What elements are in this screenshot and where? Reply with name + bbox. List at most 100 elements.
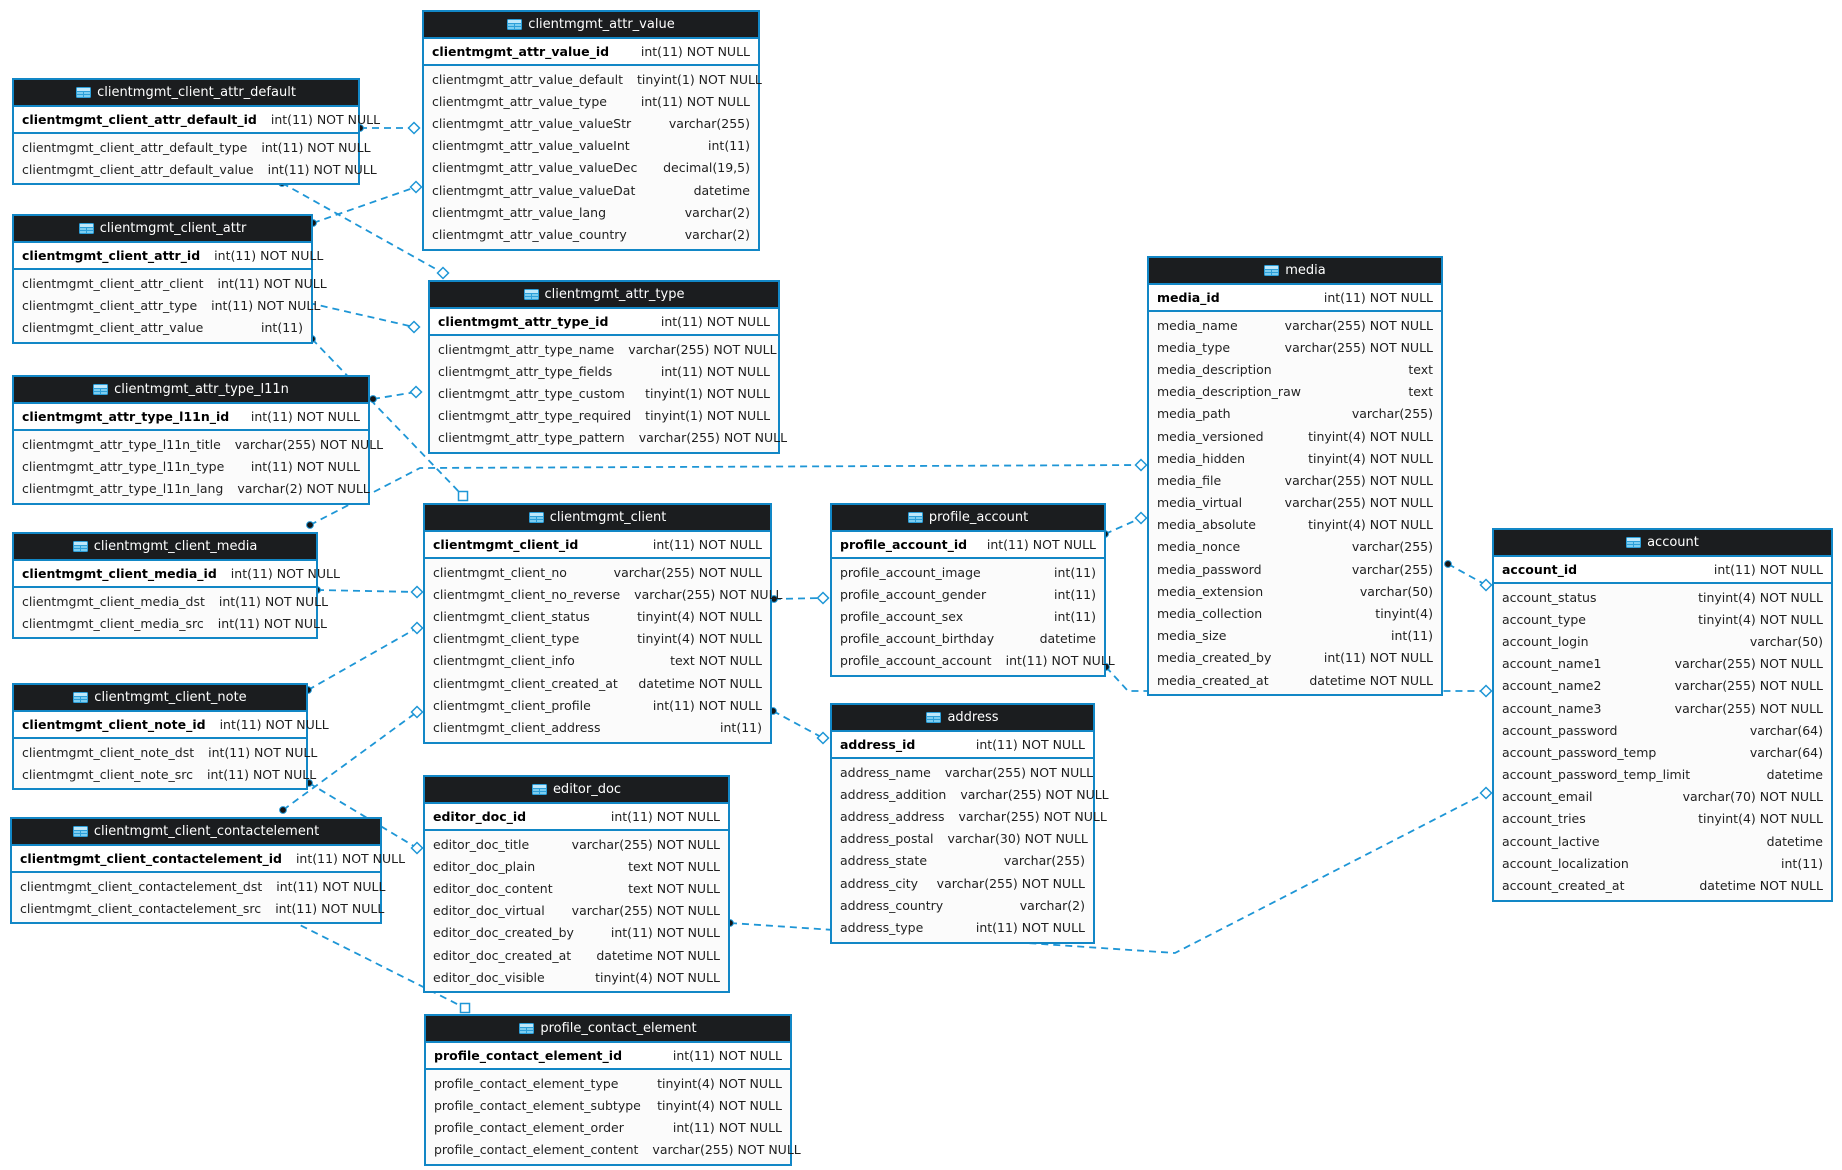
relationship-connector[interactable] — [316, 589, 418, 593]
table-header[interactable]: clientmgmt_client_attr_default — [14, 80, 358, 107]
table-clientmgmt_attr_type_l11n[interactable]: clientmgmt_attr_type_l11n clientmgmt_attr… — [12, 375, 383, 505]
relationship-connector[interactable] — [773, 597, 824, 600]
relationship-connector[interactable] — [312, 186, 417, 224]
relationship-connector[interactable] — [1104, 517, 1142, 535]
table-header[interactable]: clientmgmt_attr_type_l11n — [14, 377, 368, 404]
relationship-connector[interactable] — [282, 711, 418, 811]
relationship-connector[interactable] — [281, 182, 444, 274]
table-header[interactable]: account — [1494, 530, 1831, 557]
relationship-connector[interactable] — [309, 464, 1142, 526]
relationship-connector[interactable] — [311, 338, 464, 497]
relationship-connector[interactable] — [308, 302, 415, 328]
relationship-connector[interactable] — [1447, 563, 1487, 586]
table-header[interactable]: clientmgmt_attr_value — [424, 12, 758, 39]
table-header[interactable]: address — [832, 705, 1093, 732]
table-header[interactable]: clientmgmt_client_contactelement — [12, 819, 380, 846]
table-header[interactable]: editor_doc — [425, 777, 728, 804]
relationship-connector[interactable] — [372, 391, 417, 400]
relationship-connector[interactable] — [308, 782, 418, 849]
table-header[interactable]: clientmgmt_client_attr — [14, 216, 311, 243]
table-header[interactable]: profile_account — [832, 505, 1104, 532]
table-header[interactable]: clientmgmt_client — [425, 505, 770, 532]
